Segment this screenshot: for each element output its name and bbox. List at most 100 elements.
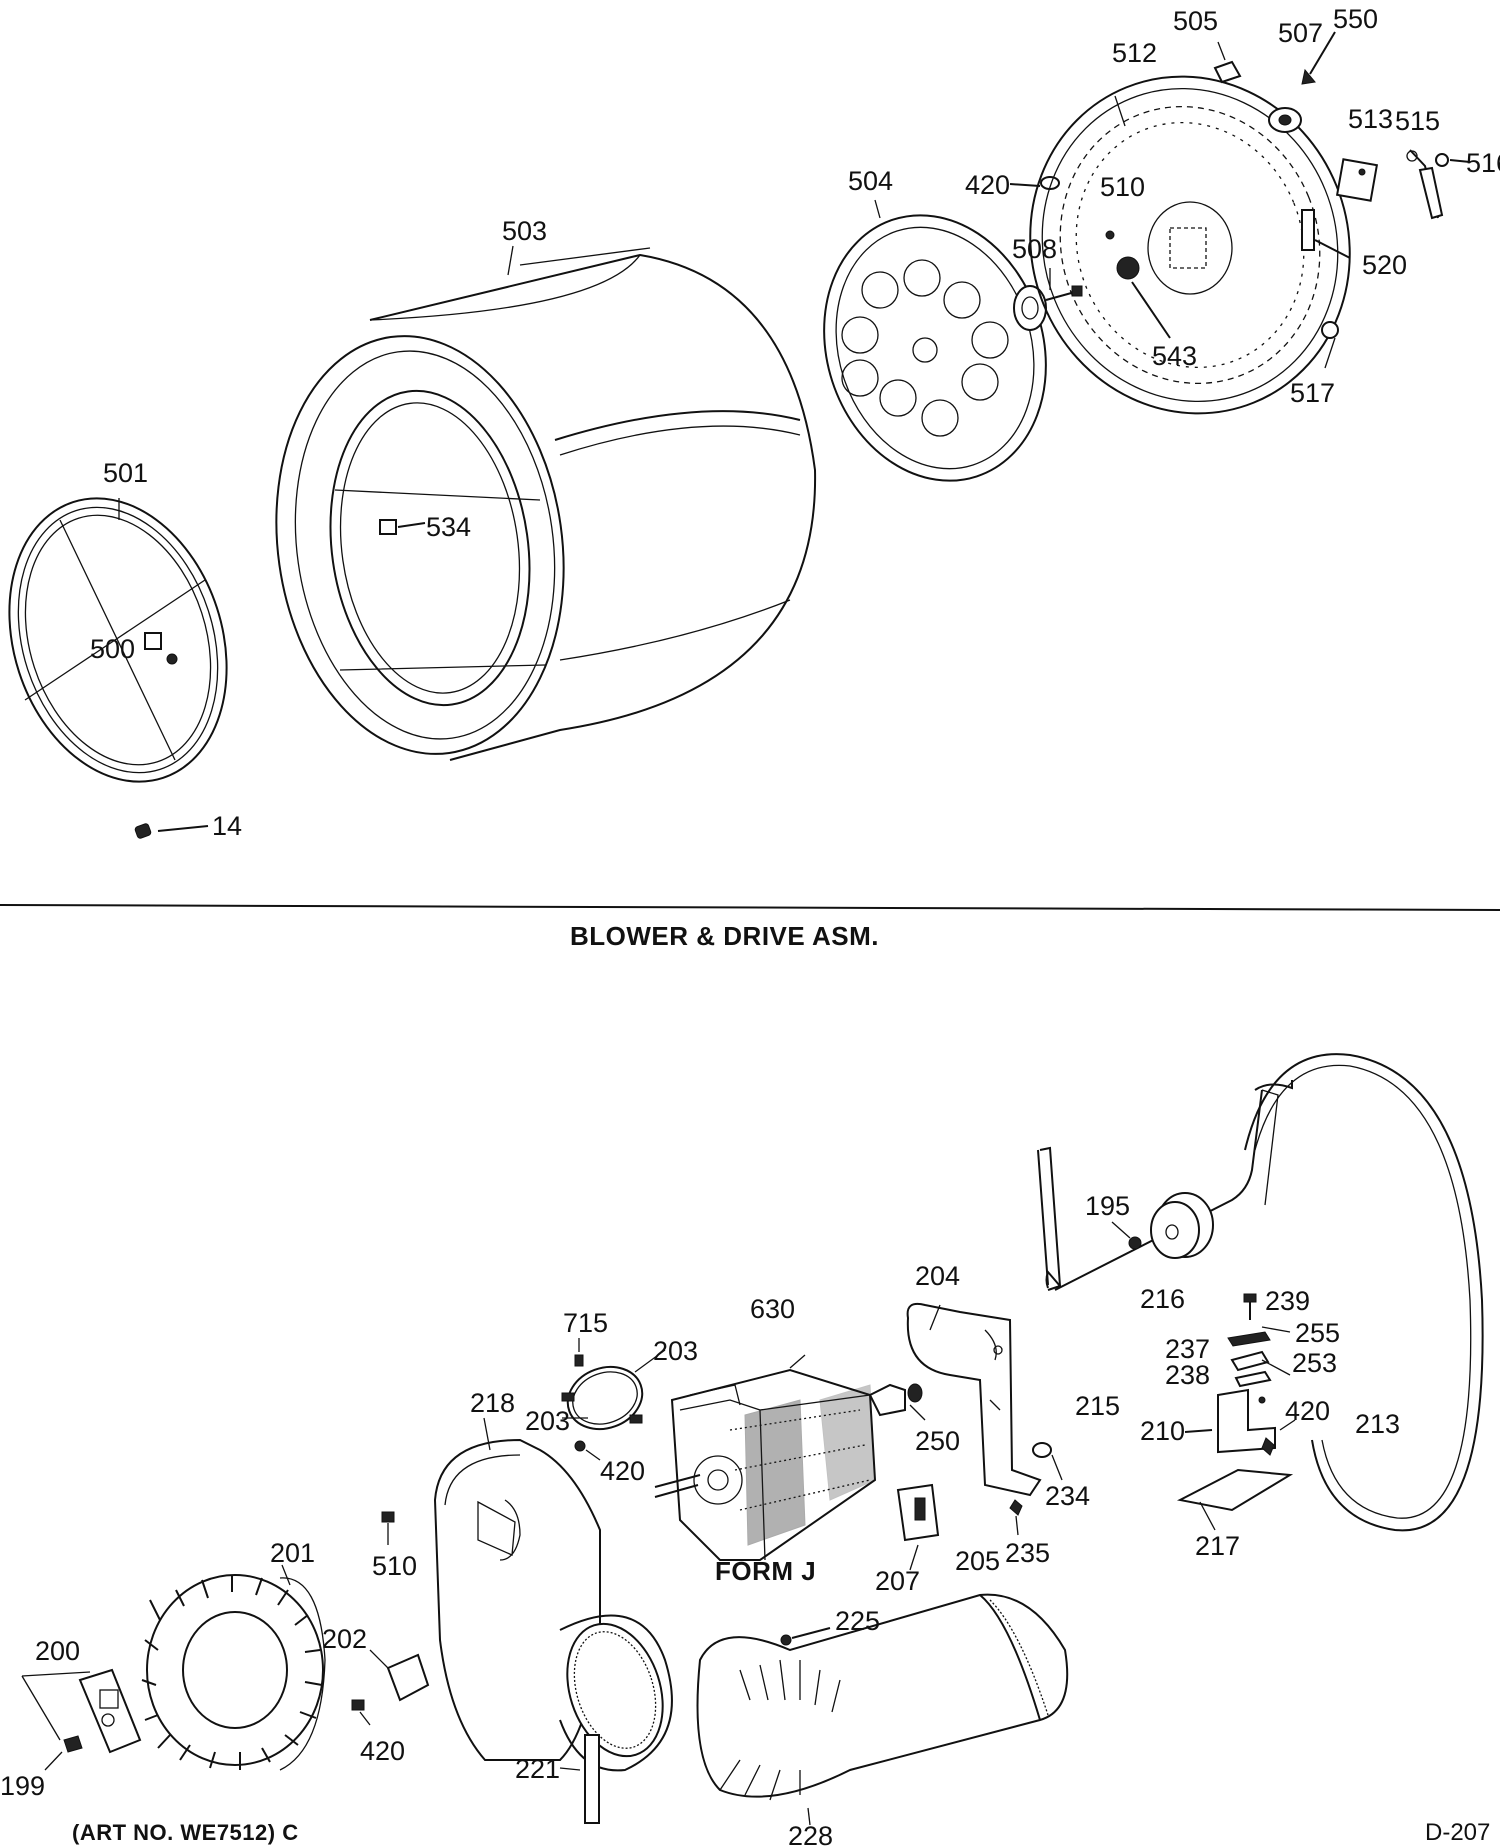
page-ref: D-207 [1425,1819,1490,1846]
label-204: 204 [915,1261,960,1291]
part-221-strip [584,1734,600,1824]
drum-labels: 505 507 550 512 513 515 516 420 510 504 … [90,4,1500,841]
part-513-bracket [1335,158,1379,202]
part-510-screw-blower [381,1511,395,1523]
label-420-bottom: 420 [360,1736,405,1766]
label-203-left: 203 [525,1406,570,1436]
label-213: 213 [1355,1409,1400,1439]
part-420-screw-bottom [351,1699,371,1726]
part-420-screw-drum [1009,176,1060,190]
label-516: 516 [1466,148,1500,178]
part-217-plate [1176,1468,1294,1512]
label-205: 205 [955,1546,1000,1576]
label-255: 255 [1295,1318,1340,1348]
part-235-screw [1009,1499,1023,1516]
part-630-motor [654,1354,923,1561]
part-207-switch [896,1483,940,1571]
label-630: 630 [750,1294,795,1324]
label-228: 228 [788,1821,833,1848]
label-14: 14 [212,811,242,841]
label-500: 500 [90,634,135,664]
part-420-screw-idler [1261,1419,1296,1456]
part-228-exhaust-duct [696,1593,1069,1826]
label-507: 507 [1278,18,1323,48]
label-550: 550 [1333,4,1378,34]
label-217: 217 [1195,1531,1240,1561]
label-199: 199 [0,1771,45,1801]
label-503: 503 [502,216,547,246]
label-238: 238 [1165,1360,1210,1390]
part-idler-stack [1227,1293,1291,1404]
label-420-strap: 420 [600,1456,645,1486]
part-508-bearing [1013,285,1083,331]
part-215-idler-wire [1037,1080,1293,1291]
part-507-roller [1268,107,1302,133]
label-508: 508 [1012,234,1057,264]
label-207: 207 [875,1566,920,1596]
part-216-idler-pulley [1150,1192,1214,1259]
section-title: BLOWER & DRIVE ASM. [570,921,879,951]
label-202: 202 [322,1624,367,1654]
part-715-rivet [574,1354,584,1367]
label-203-top: 203 [653,1336,698,1366]
part-225-screw [780,1634,792,1646]
drum-assembly [8,31,1471,839]
part-501-front-ring [8,497,228,783]
part-201-blower-wheel [141,1564,326,1771]
section-divider [0,904,1500,911]
part-505-clip [1213,41,1242,84]
label-534: 534 [426,512,471,542]
label-420-drum: 420 [965,170,1010,200]
label-501: 501 [103,458,148,488]
label-253: 253 [1292,1348,1337,1378]
label-520: 520 [1362,250,1407,280]
label-513: 513 [1348,104,1393,134]
part-202-clip [369,1649,430,1702]
blower-drive-assembly [21,1053,1484,1826]
part-420-screw-strap [574,1440,586,1452]
label-420-idler: 420 [1285,1396,1330,1426]
label-200: 200 [35,1636,80,1666]
label-515: 515 [1395,106,1440,136]
label-517: 517 [1290,378,1335,408]
label-505: 505 [1173,6,1218,36]
part-515-arm [1406,149,1444,220]
part-210-bracket [1184,1388,1276,1454]
label-225: 225 [835,1606,880,1636]
part-195-clip [1128,1236,1142,1250]
blower-labels: 195 216 239 255 237 238 253 420 210 215 … [0,1191,1400,1848]
part-199-screw [63,1735,83,1753]
label-715: 715 [563,1308,608,1338]
part-213-belt [1244,1053,1484,1532]
part-550-pin [1301,31,1336,85]
label-218: 218 [470,1388,515,1418]
part-204-205-motor-bracket [906,1302,1042,1497]
part-203-motor-strap [561,1349,666,1431]
label-215: 215 [1075,1391,1120,1421]
label-512: 512 [1112,38,1157,68]
part-218-blower-housing [433,1417,673,1772]
label-237: 237 [1165,1334,1210,1364]
part-234-washer [1032,1442,1052,1458]
label-250: 250 [915,1426,960,1456]
part-516-nut [1435,153,1471,167]
label-235: 235 [1005,1538,1050,1568]
label-216: 216 [1140,1284,1185,1314]
label-239: 239 [1265,1286,1310,1316]
part-503-drum [275,247,817,761]
label-510-blower: 510 [372,1551,417,1581]
part-14-fastener [134,823,209,839]
label-504: 504 [848,166,893,196]
form-label: FORM J [715,1556,816,1586]
label-210: 210 [1140,1416,1185,1446]
label-510-drum: 510 [1100,172,1145,202]
label-201: 201 [270,1538,315,1568]
label-221: 221 [515,1754,560,1784]
part-200-thermostat [21,1668,142,1754]
art-number: (ART NO. WE7512) C [72,1820,299,1845]
label-234: 234 [1045,1481,1090,1511]
label-543: 543 [1152,341,1197,371]
part-512-drum-head [1029,75,1351,415]
label-195: 195 [1085,1191,1130,1221]
